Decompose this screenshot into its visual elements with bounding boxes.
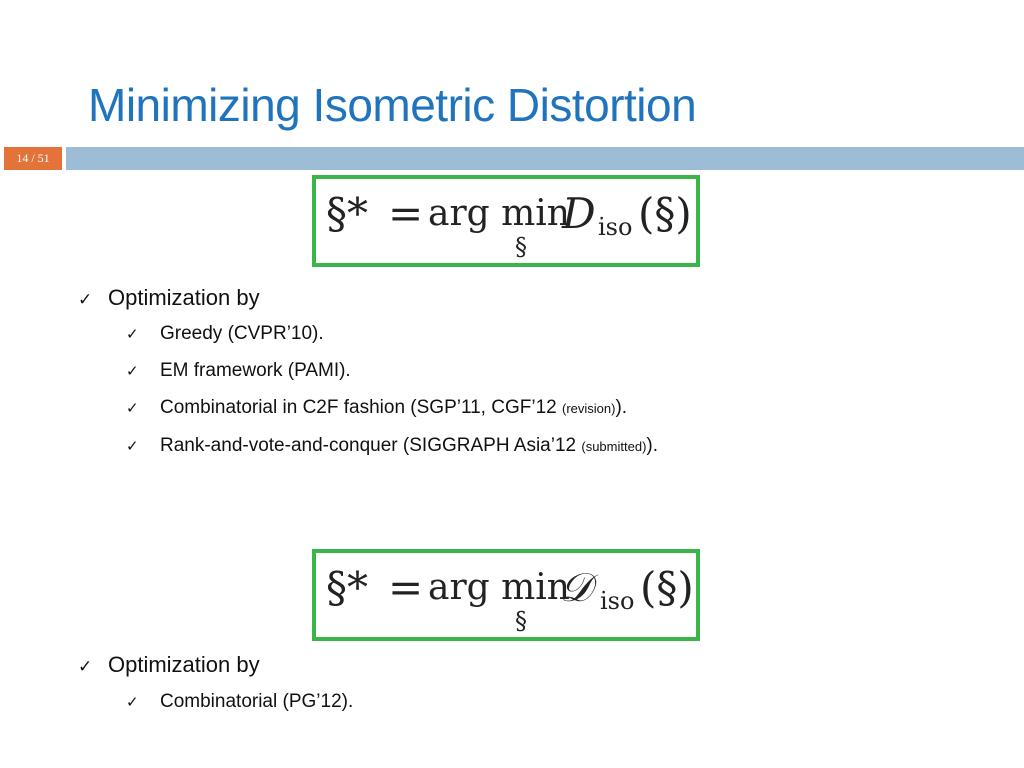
formula-box-bottom: §* = arg min § 𝒟 iso (§) [312, 549, 700, 641]
list-item: ✓ Combinatorial (PG’12). [126, 691, 353, 713]
formula-lhs: §* [326, 189, 368, 238]
list-item-text: EM framework (PAMI). [160, 360, 351, 381]
formula-top: §* = arg min § D iso (§) [316, 179, 696, 263]
page-number-badge: 14 / 51 [4, 147, 62, 170]
list-item-text: Combinatorial in C2F fashion (SGP’11, CG… [160, 397, 562, 418]
check-mark-icon: ✓ [126, 362, 139, 380]
formula-argument: (§) [638, 189, 692, 238]
list-item-end: ). [646, 435, 659, 456]
bullet-heading-top: ✓ Optimization by [78, 285, 260, 311]
list-item: ✓ Greedy (CVPR’10). [126, 323, 324, 345]
list-item-text: Rank-and-vote-and-conquer (SIGGRAPH Asia… [160, 435, 582, 456]
formula-equals: = [388, 189, 424, 238]
formula-operator-subscript: § [515, 607, 527, 635]
formula-function-subscript: iso [600, 587, 635, 615]
slide-title: Minimizing Isometric Distortion [88, 79, 697, 131]
bullet-text: Optimization by [108, 652, 260, 677]
list-item-note: (revision) [561, 401, 616, 416]
list-item-text: Greedy (CVPR’10). [160, 323, 324, 344]
formula-operator: arg min [428, 193, 570, 234]
formula-lhs: §* [326, 563, 368, 612]
check-mark-icon: ✓ [126, 693, 139, 711]
list-item-text: Combinatorial (PG’12). [160, 691, 354, 712]
check-mark-icon: ✓ [126, 437, 139, 455]
bullet-heading-bottom: ✓ Optimization by [78, 652, 260, 678]
formula-box-top: §* = arg min § D iso (§) [312, 175, 700, 267]
formula-operator: arg min [428, 567, 570, 608]
formula-bottom: §* = arg min § 𝒟 iso (§) [316, 553, 696, 637]
list-item: ✓ Combinatorial in C2F fashion (SGP’11, … [126, 397, 627, 419]
check-mark-icon: ✓ [126, 399, 139, 417]
list-item: ✓ Rank-and-vote-and-conquer (SIGGRAPH As… [126, 435, 658, 457]
formula-function-subscript: iso [598, 213, 633, 241]
check-mark-icon: ✓ [78, 290, 93, 310]
formula-argument: (§) [640, 563, 694, 612]
bullet-text: Optimization by [108, 285, 260, 310]
formula-function: 𝒟 [560, 565, 592, 611]
list-item-note: (submitted) [581, 439, 647, 454]
formula-function: D [562, 189, 596, 238]
check-mark-icon: ✓ [126, 325, 139, 343]
header-rule [66, 147, 1024, 170]
list-item: ✓ EM framework (PAMI). [126, 360, 351, 382]
list-item-end: ). [615, 397, 628, 418]
check-mark-icon: ✓ [78, 657, 93, 677]
formula-equals: = [388, 563, 424, 612]
formula-operator-subscript: § [515, 233, 527, 261]
